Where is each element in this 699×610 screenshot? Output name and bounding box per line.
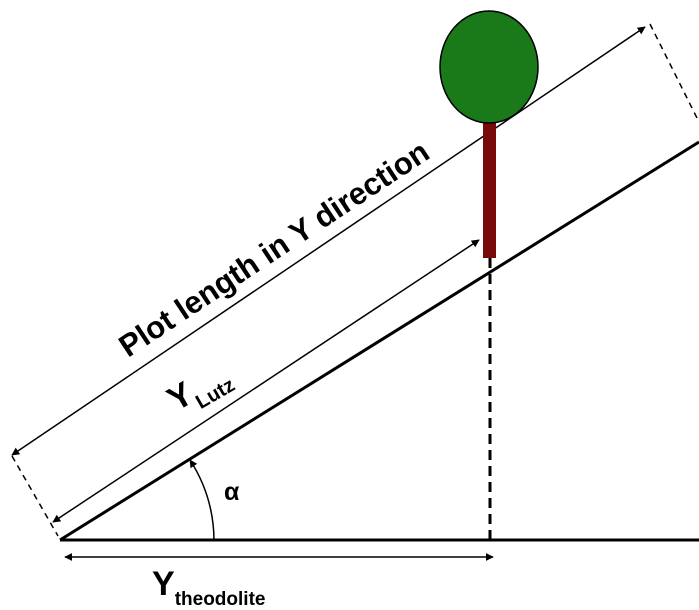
y-lutz-arrow bbox=[52, 239, 480, 523]
plot-length-arrow bbox=[11, 26, 646, 456]
plot-length-label: Plot length in Y direction bbox=[113, 134, 436, 364]
tree-trunk bbox=[483, 112, 496, 258]
y-lutz-sub: Lutz bbox=[192, 374, 239, 414]
y-theodolite-label: Ytheodolite bbox=[152, 565, 265, 610]
plot-length-extension-right bbox=[649, 23, 698, 119]
y-theodolite-main: Y bbox=[152, 565, 175, 603]
tree-crown bbox=[439, 10, 539, 124]
angle-arc bbox=[189, 459, 215, 541]
angle-label: α bbox=[224, 478, 240, 506]
y-theodolite-sub: theodolite bbox=[175, 589, 266, 610]
plot-length-extension-left bbox=[11, 455, 59, 537]
y-lutz-label: YLutz bbox=[161, 354, 239, 425]
